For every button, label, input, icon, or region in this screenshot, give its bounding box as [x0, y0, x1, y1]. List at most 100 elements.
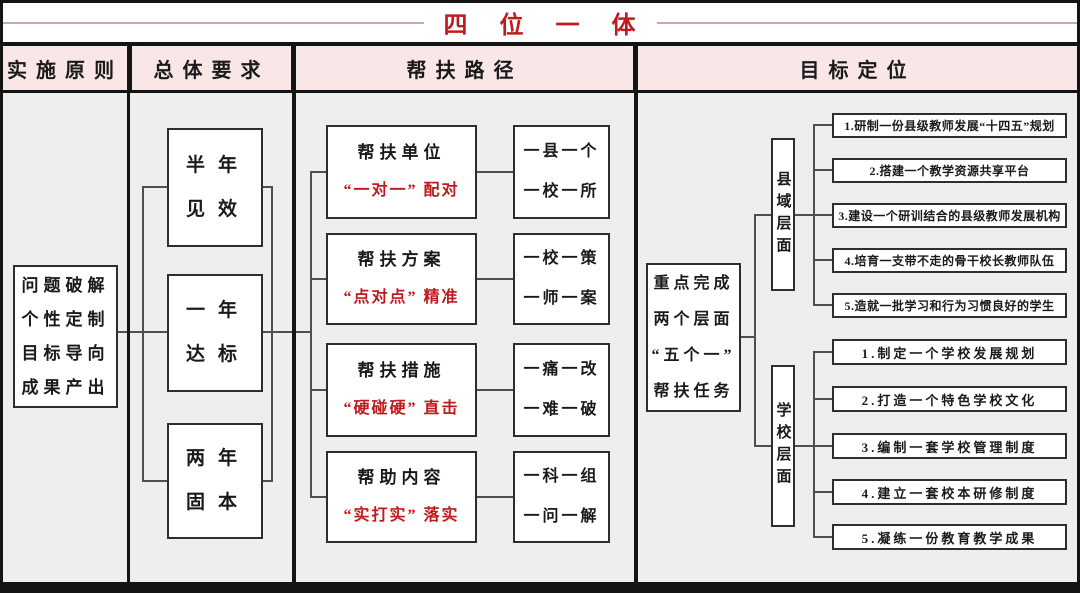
school-item-2: 2.打造一个特色学校文化: [832, 386, 1067, 412]
requirement-box-one-year: 一年 达标: [167, 274, 263, 392]
frame-right: [1077, 0, 1080, 593]
principles-line: 问题破解: [21, 275, 110, 295]
path-result-unit: 一县一个 一校一所: [513, 125, 610, 219]
path-result-line: 一校一所: [523, 183, 600, 200]
school-link: [793, 445, 815, 447]
school-item-text: 1.制定一个学校发展规划: [861, 345, 1038, 361]
targets-stub-county: [754, 214, 773, 216]
path-result-line: 一科一组: [523, 468, 600, 485]
targets-main-box: 重点完成 两个层面 “五个一” 帮扶任务: [646, 263, 741, 412]
path-title: 帮扶单位: [357, 143, 446, 162]
frame-left: [0, 0, 3, 593]
paths-stub-3: [310, 389, 328, 391]
paths-bracket-vertical: [310, 171, 312, 498]
paths-row-connector-1: [475, 171, 515, 173]
title-rule-right: [656, 21, 1077, 24]
school-item-5: 5.凝练一份教育教学成果: [832, 524, 1067, 550]
path-slogan: “实打实” 落实: [343, 507, 460, 524]
county-stub-3: [813, 214, 834, 216]
requirement-line: 两年: [185, 448, 250, 469]
path-result-line: 一县一个: [523, 143, 600, 160]
column-divider-2: [292, 93, 296, 582]
requirement-line: 一年: [185, 300, 250, 321]
path-title: 帮助内容: [357, 468, 446, 487]
path-result-line: 一校一策: [523, 250, 600, 267]
column-divider-1: [127, 93, 130, 582]
paths-stub-4: [310, 496, 328, 498]
path-result-measures: 一痛一改 一难一破: [513, 343, 610, 437]
school-item-text: 2.打造一个特色学校文化: [861, 392, 1038, 408]
county-item-text: 2.搭建一个教学资源共享平台: [869, 164, 1030, 178]
column-divider-3: [634, 93, 638, 582]
path-title: 帮扶措施: [357, 361, 446, 380]
targets-stub-school: [754, 445, 773, 447]
level-box-school: 学校层面: [771, 365, 795, 527]
targets-main-line: 两个层面: [653, 310, 734, 328]
path-box-measures: 帮扶措施 “硬碰硬” 直击: [326, 343, 477, 437]
requirement-line: 见效: [185, 198, 250, 220]
paths-row-connector-2: [475, 278, 515, 280]
county-item-5: 5.造就一批学习和行为习惯良好的学生: [832, 293, 1067, 318]
school-item-text: 4.建立一套校本研修制度: [861, 485, 1038, 501]
requirement-line: 达标: [185, 344, 250, 365]
title-rule-left: [3, 21, 424, 24]
school-item-text: 5.凝练一份教育教学成果: [861, 530, 1038, 546]
requirement-box-half-year: 半年 见效: [167, 128, 263, 247]
county-item-4: 4.培育一支带不走的骨干校长教师队伍: [832, 248, 1067, 273]
county-stub-1: [813, 124, 834, 126]
county-item-2: 2.搭建一个教学资源共享平台: [832, 158, 1067, 183]
targets-main-line: “五个一”: [651, 346, 736, 364]
county-item-3: 3.建设一个研训结合的县级教师发展机构: [832, 203, 1067, 228]
school-stub-5: [813, 536, 834, 538]
school-item-3: 3.编制一套学校管理制度: [832, 433, 1067, 459]
school-bracket-vertical: [813, 351, 815, 538]
diagram-title: 四 位 一 体: [443, 13, 649, 39]
requirement-line: 固本: [185, 492, 250, 513]
path-box-plan: 帮扶方案 “点对点” 精准: [326, 233, 477, 325]
path-result-line: 一问一解: [523, 508, 600, 525]
path-slogan: “一对一” 配对: [343, 182, 460, 199]
path-box-content: 帮助内容 “实打实” 落实: [326, 451, 477, 543]
paths-row-connector-4: [475, 496, 515, 498]
school-stub-3: [813, 445, 834, 447]
targets-main-connector: [739, 336, 756, 338]
school-stub-1: [813, 351, 834, 353]
county-stub-4: [813, 259, 834, 261]
targets-main-line: 帮扶任务: [653, 382, 734, 400]
level-label-school: 学校层面: [774, 402, 791, 490]
frame-top: [0, 0, 1080, 3]
title-band: 四 位 一 体: [3, 3, 1077, 42]
school-stub-4: [813, 491, 834, 493]
paths-stub-2: [310, 278, 328, 280]
level-box-county: 县域层面: [771, 138, 795, 291]
path-result-content: 一科一组 一问一解: [513, 451, 610, 543]
principles-line: 个性定制: [21, 309, 110, 329]
path-result-line: 一难一破: [523, 401, 600, 418]
county-item-text: 1.研制一份县级教师发展“十四五”规划: [844, 119, 1055, 133]
county-item-text: 3.建设一个研训结合的县级教师发展机构: [838, 209, 1061, 223]
county-link: [793, 214, 815, 216]
requirement-line: 半年: [185, 154, 250, 176]
path-result-line: 一痛一改: [523, 361, 600, 378]
principles-box: 问题破解 个性定制 目标导向 成果产出: [13, 265, 118, 408]
path-slogan: “点对点” 精准: [343, 289, 460, 306]
header-paths: 帮扶路径: [296, 46, 633, 90]
path-result-line: 一师一案: [523, 290, 600, 307]
county-stub-5: [813, 304, 834, 306]
targets-levels-vertical: [754, 214, 756, 447]
school-stub-2: [813, 398, 834, 400]
county-item-1: 1.研制一份县级教师发展“十四五”规划: [832, 113, 1067, 138]
county-item-text: 4.培育一支带不走的骨干校长教师队伍: [844, 254, 1055, 268]
targets-main-line: 重点完成: [653, 274, 734, 292]
path-box-unit: 帮扶单位 “一对一” 配对: [326, 125, 477, 219]
header-requirements: 总体要求: [132, 46, 291, 90]
school-item-4: 4.建立一套校本研修制度: [832, 479, 1067, 505]
paths-stub-1: [310, 171, 328, 173]
principles-line: 成果产出: [21, 377, 110, 397]
level-label-county: 县域层面: [774, 170, 791, 259]
school-item-text: 3.编制一套学校管理制度: [861, 439, 1038, 455]
frame-bottom: [0, 582, 1080, 593]
path-slogan: “硬碰硬” 直击: [343, 400, 460, 417]
path-result-plan: 一校一策 一师一案: [513, 233, 610, 325]
